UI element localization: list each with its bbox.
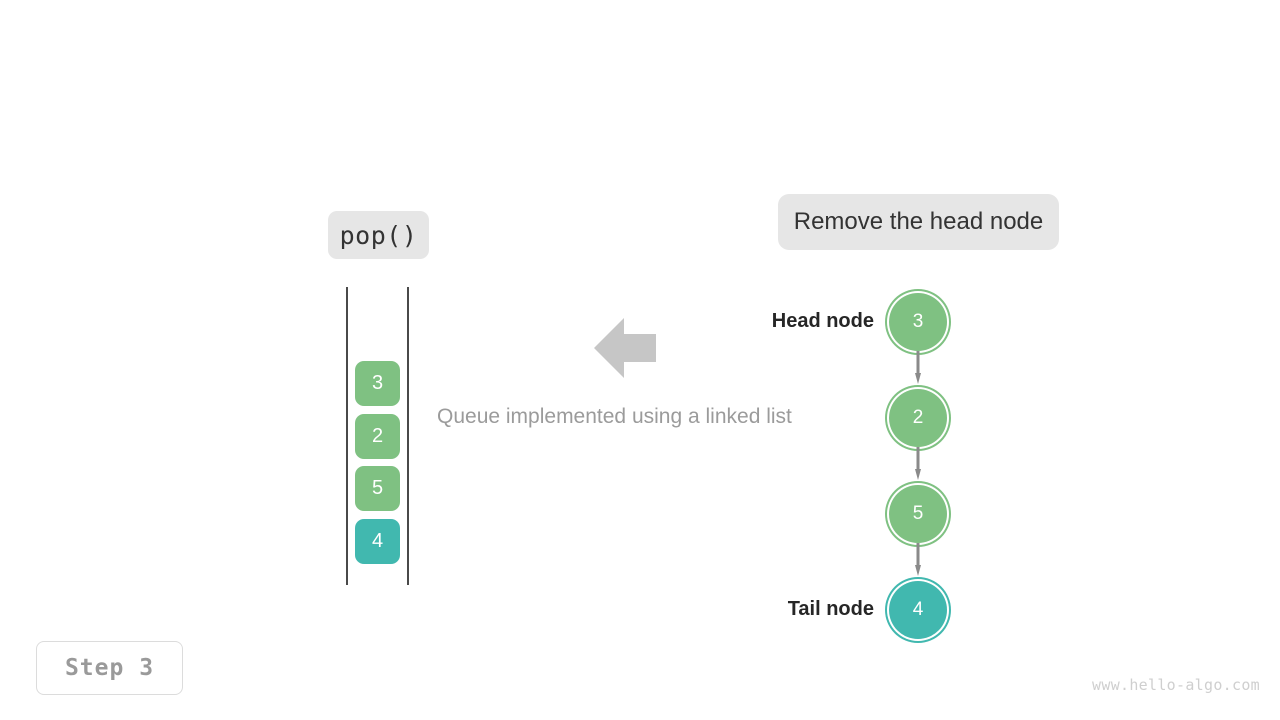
linked-list-container: Head node Tail node 3 2 5 4 [750, 288, 990, 648]
queue-cell-highlighted: 4 [355, 519, 400, 564]
tail-node-tag: Tail node [787, 598, 874, 620]
linked-list-node: 5 [889, 485, 947, 543]
head-node-tag: Head node [771, 310, 874, 332]
node-link-arrow-icon [915, 351, 921, 384]
linked-list-node: 3 [889, 293, 947, 351]
node-value: 5 [912, 503, 924, 524]
node-value: 2 [912, 407, 924, 428]
linked-list-node: 2 [889, 389, 947, 447]
queue-rail-right [407, 287, 409, 585]
operation-label: pop() [328, 211, 429, 259]
node-link-arrow-icon [915, 543, 921, 576]
queue-cell: 5 [355, 466, 400, 511]
linked-list-node-highlighted: 4 [889, 581, 947, 639]
queue-container: 3 2 5 4 [340, 280, 420, 592]
watermark: www.hello-algo.com [1092, 676, 1260, 694]
action-label: Remove the head node [778, 194, 1059, 250]
diagram-caption: Queue implemented using a linked list [437, 405, 792, 428]
node-value: 3 [912, 311, 924, 332]
queue-cell: 3 [355, 361, 400, 406]
node-link-arrow-icon [915, 447, 921, 480]
left-block-arrow-icon [594, 318, 656, 378]
node-value: 4 [912, 599, 924, 620]
queue-cell: 2 [355, 414, 400, 459]
step-badge: Step 3 [36, 641, 183, 695]
queue-rail-left [346, 287, 348, 585]
